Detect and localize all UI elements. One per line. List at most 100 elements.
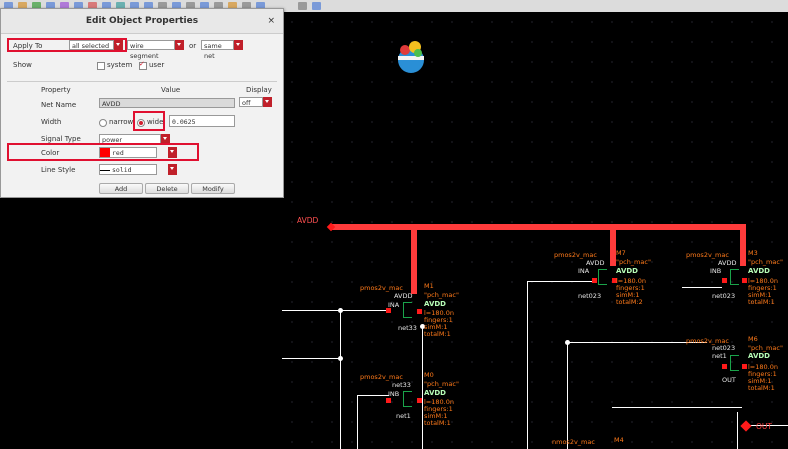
- m3-params: l=180.0n fingers:1 simM:1 totalM:1: [748, 277, 778, 306]
- toolbar-icon[interactable]: [228, 2, 237, 10]
- avdd-bus-drop-m3[interactable]: [740, 224, 746, 266]
- apply-to-type-select[interactable]: wire segment: [127, 40, 175, 60]
- toolbar-icon[interactable]: [144, 2, 153, 10]
- m0-avdd-bulk: AVDD: [424, 389, 446, 397]
- m6-transistor[interactable]: [730, 355, 739, 371]
- wide-highlight: [133, 111, 165, 131]
- toolbar-icon[interactable]: [116, 2, 125, 10]
- value-header: Value: [161, 86, 181, 94]
- width-value-field[interactable]: 0.0625: [169, 115, 235, 127]
- net-name-field[interactable]: AVDD: [99, 98, 235, 108]
- wire[interactable]: [612, 407, 742, 408]
- add-button[interactable]: Add: [99, 183, 143, 194]
- m3-transistor[interactable]: [730, 269, 739, 285]
- wire[interactable]: [282, 358, 340, 359]
- m1-transistor[interactable]: [403, 302, 412, 318]
- net-label-avdd: AVDD: [297, 216, 319, 225]
- m1-drain-net: net33: [398, 324, 417, 332]
- apply-to-scope-select[interactable]: all selected: [69, 40, 114, 50]
- avdd-bus-drop-m1[interactable]: [411, 224, 417, 294]
- toolbar-icon[interactable]: [158, 2, 167, 10]
- chevron-down-icon[interactable]: [175, 40, 184, 50]
- m3-source-net: AVDD: [718, 259, 737, 267]
- toolbar-icon[interactable]: [172, 2, 181, 10]
- toolbar-icon[interactable]: [130, 2, 139, 10]
- toolbar-icon[interactable]: [214, 2, 223, 10]
- narrow-radio[interactable]: [99, 119, 107, 127]
- wire[interactable]: [682, 287, 722, 288]
- m6-avdd-bulk: AVDD: [748, 352, 770, 360]
- delete-button[interactable]: Delete: [145, 183, 189, 194]
- toolbar-icon[interactable]: [60, 2, 69, 10]
- line-style-value: solid: [112, 166, 132, 174]
- chevron-down-icon[interactable]: [263, 97, 272, 107]
- out-pin[interactable]: [740, 420, 752, 432]
- line-style-label: Line Style: [41, 166, 76, 174]
- chevron-down-icon[interactable]: [168, 164, 177, 175]
- m3-gate-pin: [722, 278, 727, 283]
- toolbar-icon[interactable]: [102, 2, 111, 10]
- toolbar-icon[interactable]: [298, 2, 307, 10]
- color-highlight: [7, 143, 199, 161]
- schematic-canvas[interactable]: AVDD pmos2v_mac M1 "pch_mac" AVDD INA AV…: [282, 12, 788, 449]
- wire[interactable]: [744, 425, 788, 426]
- toolbar-icon[interactable]: [4, 2, 13, 10]
- wire[interactable]: [282, 310, 388, 311]
- wire[interactable]: [567, 342, 568, 449]
- wire-junction: [420, 324, 425, 329]
- wire[interactable]: [357, 395, 389, 396]
- toolbar-icon[interactable]: [242, 2, 251, 10]
- chevron-down-icon[interactable]: [168, 147, 177, 158]
- toolbar-icon[interactable]: [46, 2, 55, 10]
- m6-inst-name: M6: [748, 335, 758, 343]
- edit-object-properties-dialog: Edit Object Properties × Apply To all se…: [0, 8, 284, 198]
- m0-cell-name: pmos2v_mac: [360, 373, 403, 381]
- display-select[interactable]: off: [239, 97, 263, 107]
- wire[interactable]: [340, 310, 341, 449]
- m1-cell-name: pmos2v_mac: [360, 284, 403, 292]
- user-checkbox[interactable]: [139, 62, 147, 70]
- modify-button[interactable]: Modify: [191, 183, 235, 194]
- m0-transistor[interactable]: [403, 391, 412, 407]
- system-checkbox-label: system: [107, 61, 133, 69]
- chevron-down-icon[interactable]: [114, 40, 123, 50]
- toolbar-icon[interactable]: [186, 2, 195, 10]
- chevron-down-icon[interactable]: [161, 134, 170, 144]
- m7-transistor[interactable]: [598, 269, 607, 285]
- toolbar-icon[interactable]: [200, 2, 209, 10]
- system-checkbox[interactable]: [97, 62, 105, 70]
- apply-to-net-select[interactable]: same net: [201, 40, 234, 60]
- color-label: Color: [41, 149, 60, 157]
- wire[interactable]: [737, 412, 738, 449]
- line-sample-icon: [100, 165, 110, 171]
- show-label: Show: [13, 61, 32, 69]
- m0-source-net: net33: [392, 381, 411, 389]
- toolbar-icon[interactable]: [32, 2, 41, 10]
- m7-avdd-bulk: AVDD: [616, 267, 638, 275]
- close-icon[interactable]: ×: [267, 16, 275, 26]
- wire[interactable]: [357, 395, 358, 449]
- m0-params: l=180.0n fingers:1 simM:1 totalM:1: [424, 398, 454, 427]
- toolbar-icon[interactable]: [312, 2, 321, 10]
- chevron-down-icon[interactable]: [234, 40, 243, 50]
- m3-model: "pch_mac": [748, 258, 783, 266]
- avdd-bus-drop-m7[interactable]: [610, 224, 616, 266]
- m4-inst-name: M4: [614, 436, 624, 444]
- toolbar-icon[interactable]: [256, 2, 265, 10]
- wire[interactable]: [422, 326, 423, 449]
- m7-bulk-pin: [612, 278, 617, 283]
- wire[interactable]: [527, 281, 528, 449]
- m1-gate-net: INA: [388, 301, 400, 309]
- wire[interactable]: [567, 342, 707, 343]
- avdd-bus-horizontal[interactable]: [332, 224, 746, 230]
- m0-gate-pin: [386, 398, 391, 403]
- wire[interactable]: [527, 281, 594, 282]
- line-style-select[interactable]: solid: [99, 164, 157, 175]
- toolbar-icon[interactable]: [74, 2, 83, 10]
- radio-dot-icon: [139, 121, 143, 125]
- m7-drain-net: net023: [578, 292, 602, 300]
- color-select[interactable]: red: [99, 147, 157, 158]
- toolbar-icon[interactable]: [88, 2, 97, 10]
- toolbar-icon[interactable]: [18, 2, 27, 10]
- wire-junction: [565, 340, 570, 345]
